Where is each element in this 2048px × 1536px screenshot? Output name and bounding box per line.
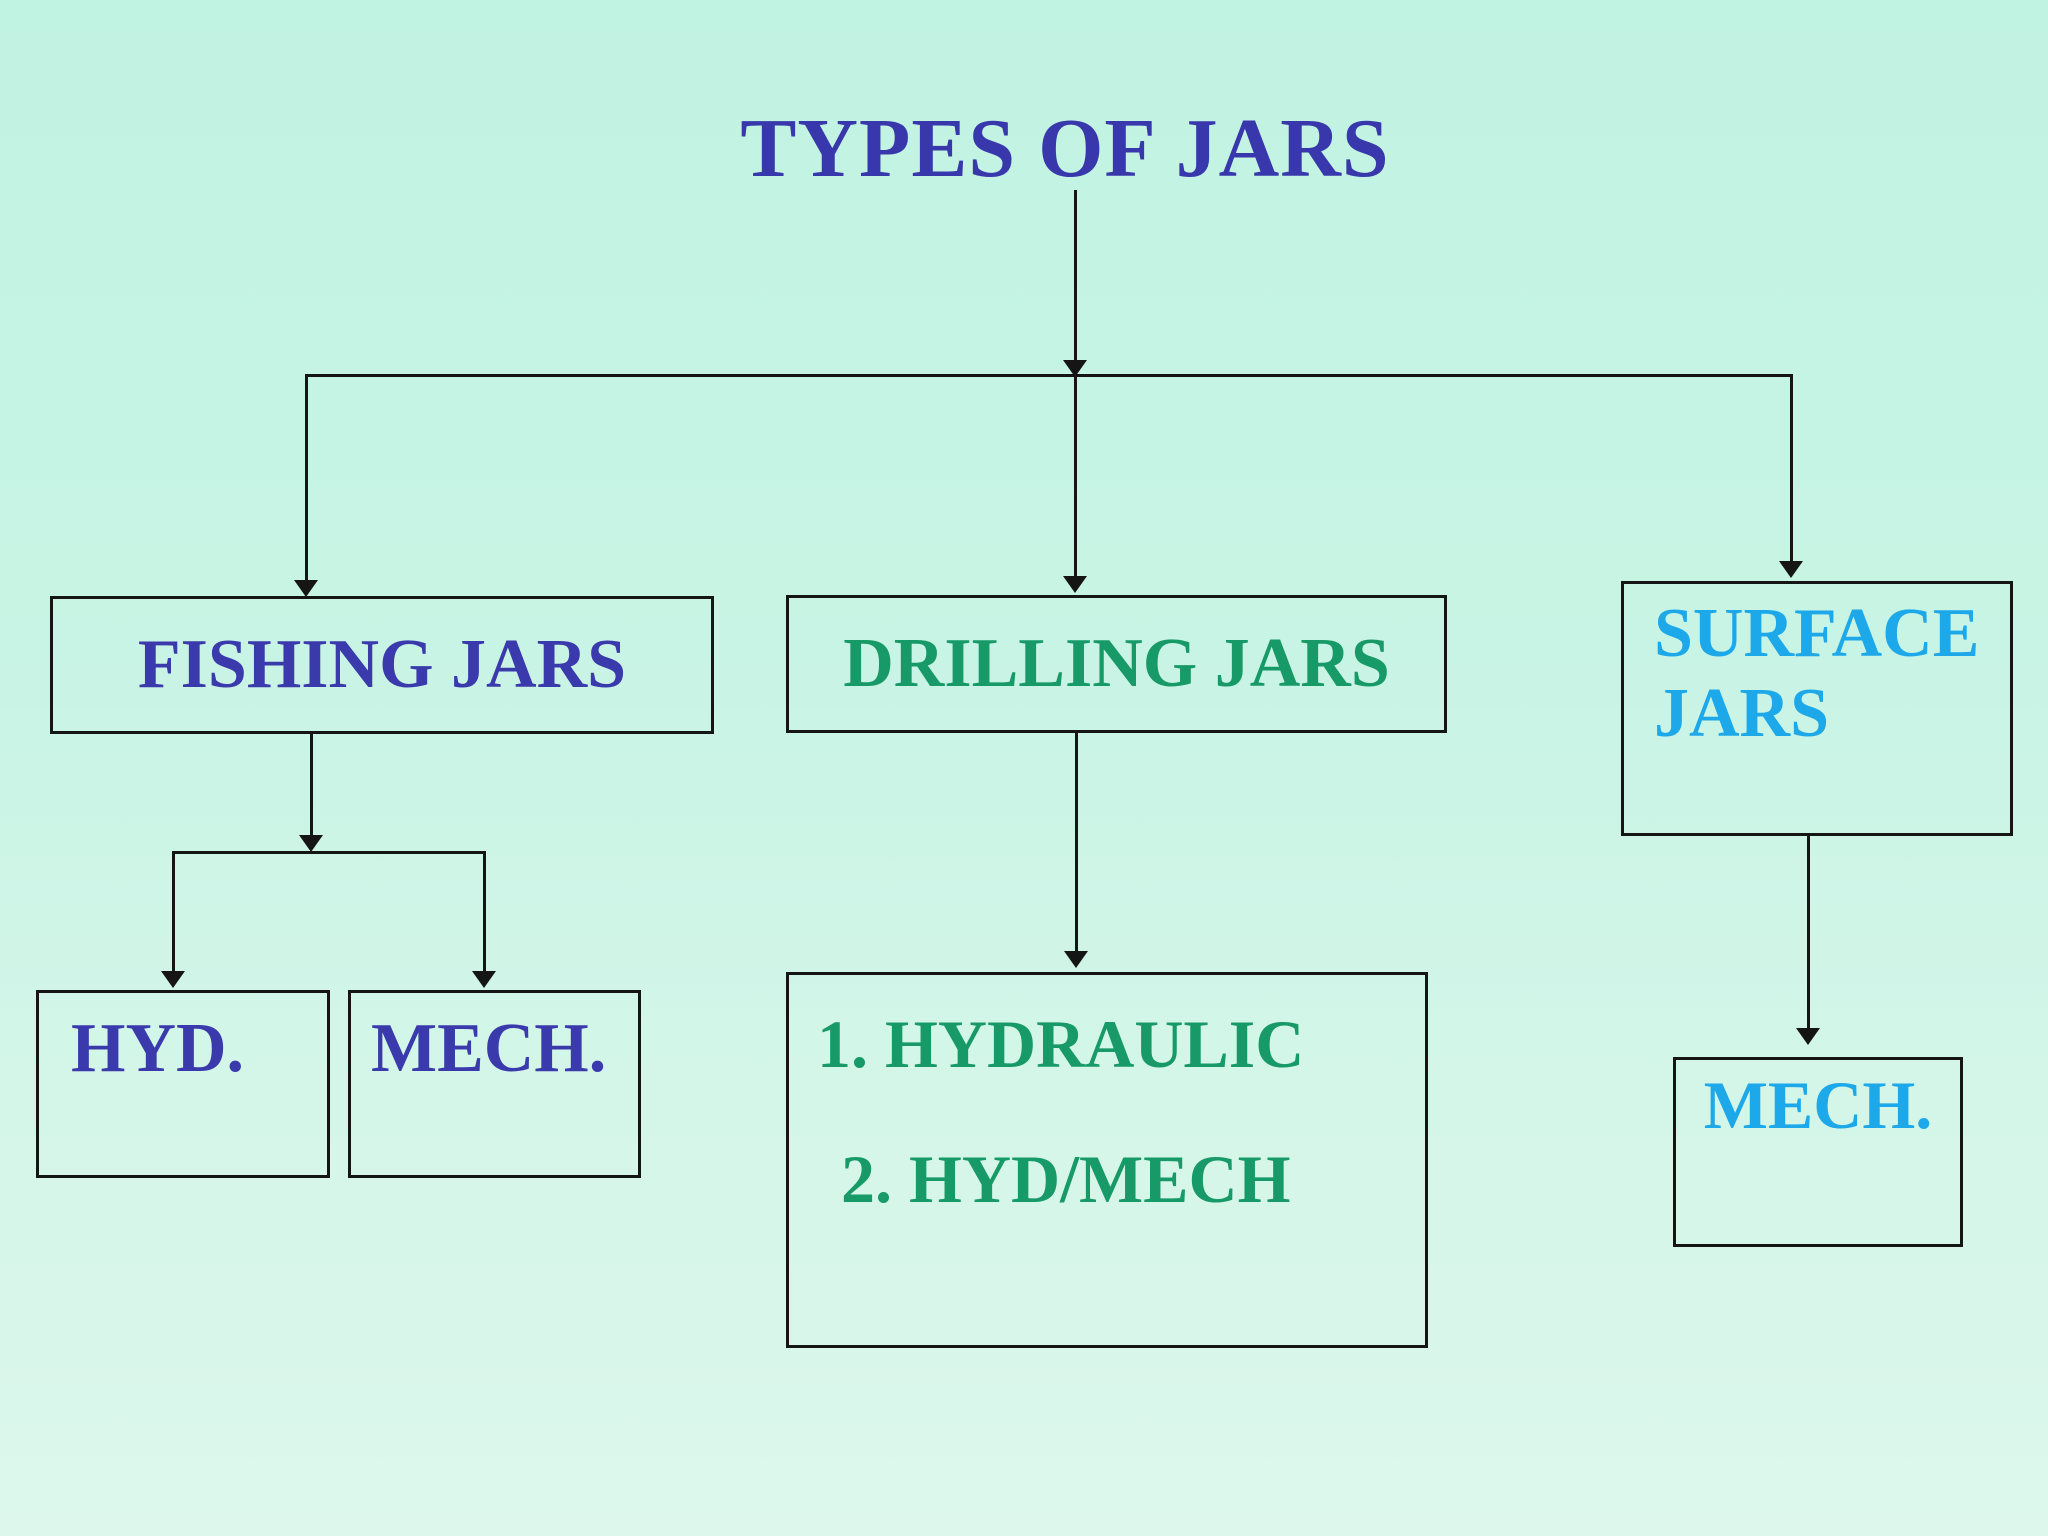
fishing-mech-node: MECH. <box>348 990 641 1178</box>
arrow-down-icon <box>1796 1028 1820 1045</box>
diagram-title: TYPES OF JARS <box>740 102 1390 195</box>
surface-jars-label: SURFACE JARS <box>1654 595 1980 752</box>
fishing-jars-label: FISHING JARS <box>137 626 627 703</box>
surface-jars-node: SURFACE JARS <box>1621 581 2013 836</box>
connector-to-surface <box>1790 374 1793 562</box>
fishing-hyd-node: HYD. <box>36 990 330 1178</box>
surface-mech-label: MECH. <box>1703 1067 1933 1143</box>
drilling-types-node: 1. HYDRAULIC 2. HYD/MECH <box>786 972 1428 1348</box>
connector-to-surface-mech <box>1807 836 1810 1029</box>
arrow-down-icon <box>294 580 318 597</box>
drilling-jars-label: DRILLING JARS <box>843 625 1390 702</box>
connector-to-drilling-types <box>1075 733 1078 952</box>
fishing-mech-label: MECH. <box>371 1010 607 1087</box>
fishing-hyd-label: HYD. <box>71 1010 245 1087</box>
arrow-down-icon <box>161 971 185 988</box>
arrow-down-icon <box>1063 576 1087 593</box>
connector-to-mech <box>483 851 486 972</box>
connector-branch-horizontal <box>306 374 1793 377</box>
drilling-type-hydraulic-label: 1. HYDRAULIC <box>817 1006 1305 1082</box>
connector-title-trunk <box>1074 190 1077 360</box>
connector-to-drilling <box>1074 374 1077 577</box>
arrow-down-icon <box>1063 360 1087 377</box>
connector-to-fishing <box>305 374 308 581</box>
arrow-down-icon <box>1779 561 1803 578</box>
connector-to-hyd <box>172 851 175 972</box>
surface-mech-node: MECH. <box>1673 1057 1963 1247</box>
arrow-down-icon <box>1064 951 1088 968</box>
arrow-down-icon <box>472 971 496 988</box>
connector-fishing-split-horizontal <box>173 851 485 854</box>
arrow-down-icon <box>299 835 323 852</box>
fishing-jars-node: FISHING JARS <box>50 596 714 734</box>
drilling-type-hydmech-label: 2. HYD/MECH <box>841 1141 1291 1217</box>
drilling-jars-node: DRILLING JARS <box>786 595 1447 733</box>
connector-fishing-stub <box>310 734 313 836</box>
